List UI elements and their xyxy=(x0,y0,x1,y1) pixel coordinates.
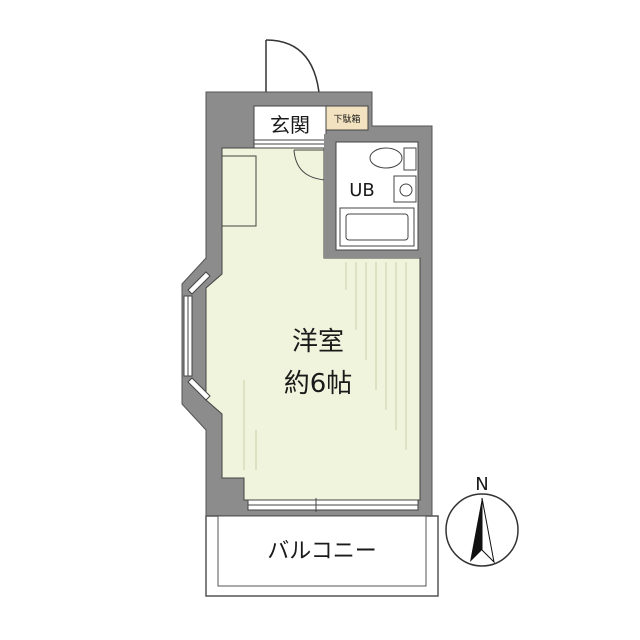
entrance-area xyxy=(253,105,327,149)
hatching xyxy=(243,262,407,470)
balcony-label: バルコニー xyxy=(267,539,377,564)
compass-circle xyxy=(445,493,519,567)
compass-needle-icon xyxy=(470,498,482,562)
unit-bath xyxy=(324,134,420,258)
main-room-size-label: 約6帖 xyxy=(284,369,353,399)
storage xyxy=(221,155,257,227)
toilet xyxy=(369,147,403,169)
bath-label: UB xyxy=(349,180,375,201)
shoe-box xyxy=(325,105,369,131)
interior-door xyxy=(293,149,327,181)
balcony xyxy=(205,515,439,597)
bay-window xyxy=(183,271,211,401)
compass-north-label: N xyxy=(475,474,488,495)
compass: N xyxy=(445,474,519,567)
shoe-box-label: 下駄箱 xyxy=(333,113,360,125)
entrance-label: 玄関 xyxy=(270,113,310,137)
main-room-label: 洋室 xyxy=(292,327,344,357)
balcony-window xyxy=(247,498,419,512)
